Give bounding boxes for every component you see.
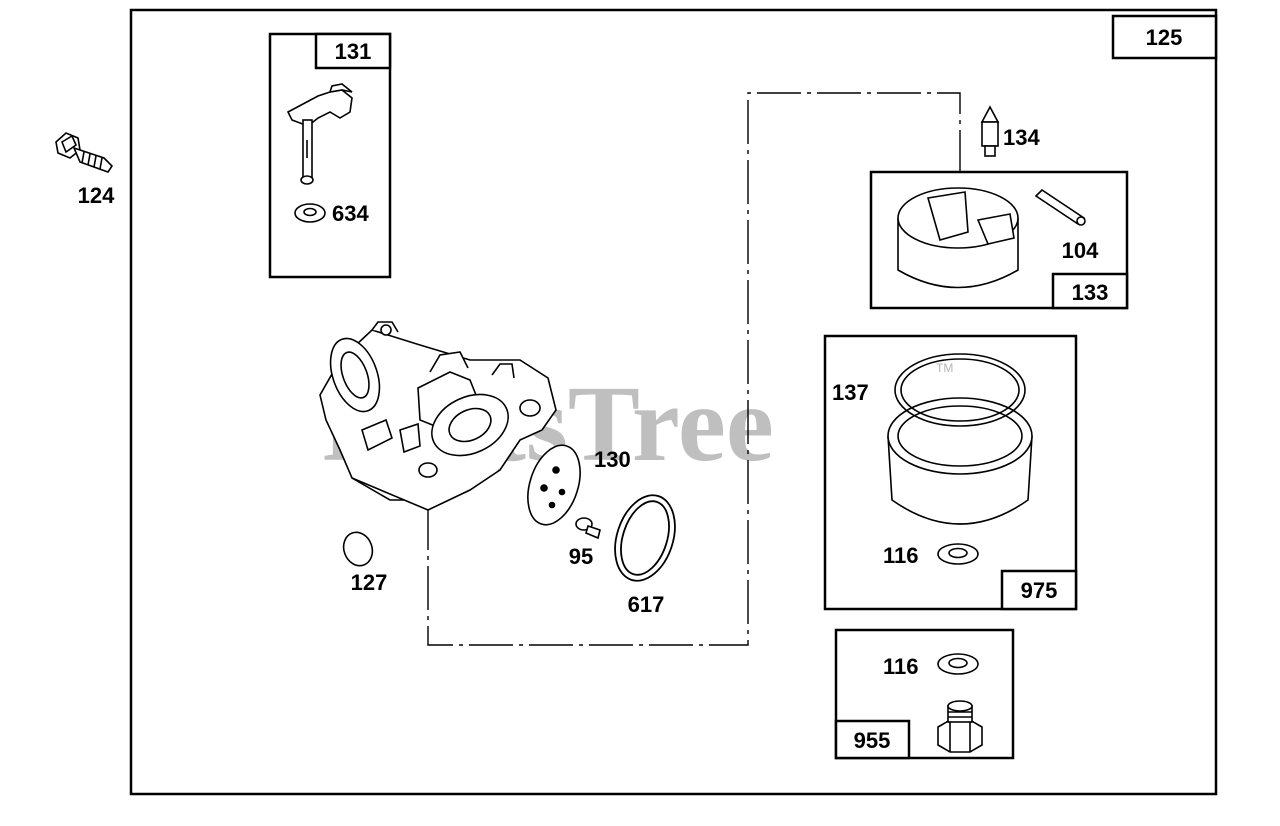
kit-box-975 xyxy=(823,334,1078,611)
label-95[interactable]: 95 xyxy=(569,544,593,569)
throttle-shaft-drawing xyxy=(286,83,353,185)
kit-box-133 xyxy=(869,170,1129,310)
label-134[interactable]: 134 xyxy=(1003,125,1040,150)
label-955[interactable]: 955 xyxy=(854,728,891,753)
washer-116-upper-drawing xyxy=(937,543,979,565)
label-975[interactable]: 975 xyxy=(1021,578,1058,603)
watermark-trademark: TM xyxy=(936,361,953,375)
callout-box-125 xyxy=(1111,14,1218,60)
float-bowl-drawing xyxy=(887,353,1033,525)
label-124[interactable]: 124 xyxy=(78,183,115,208)
welch-plug-127-drawing xyxy=(342,531,374,567)
callout-box-131 xyxy=(314,32,392,70)
label-617[interactable]: 617 xyxy=(628,592,665,617)
bolt-124-drawing xyxy=(55,132,114,173)
label-116-upper[interactable]: 116 xyxy=(883,543,919,568)
label-125[interactable]: 125 xyxy=(1146,25,1183,50)
bowl-nut-drawing xyxy=(937,700,983,753)
label-116-lower[interactable]: 116 xyxy=(883,654,919,679)
pin-104-drawing xyxy=(1034,188,1086,226)
washer-116-lower-drawing xyxy=(937,653,979,675)
carburetor-body-drawing xyxy=(319,321,557,511)
callout-box-955 xyxy=(834,719,911,760)
label-130[interactable]: 130 xyxy=(594,447,631,472)
gasket-617-drawing xyxy=(614,494,676,582)
callout-box-975 xyxy=(1000,569,1078,611)
washer-634-drawing xyxy=(294,203,326,223)
screw-95-drawing xyxy=(575,517,601,540)
outer-frame xyxy=(129,8,1218,796)
kit-box-955 xyxy=(834,628,1015,760)
kit-box-131 xyxy=(268,32,392,279)
label-133[interactable]: 133 xyxy=(1072,280,1109,305)
label-131[interactable]: 131 xyxy=(335,39,372,64)
callout-box-133 xyxy=(1051,272,1129,310)
plate-130-drawing xyxy=(527,444,581,526)
label-634[interactable]: 634 xyxy=(332,201,369,226)
label-137[interactable]: 137 xyxy=(832,380,869,405)
needle-134-drawing xyxy=(980,105,1000,157)
leader-line xyxy=(427,92,961,646)
float-133-drawing xyxy=(897,187,1019,289)
label-127[interactable]: 127 xyxy=(351,570,388,595)
label-104[interactable]: 104 xyxy=(1062,238,1099,263)
